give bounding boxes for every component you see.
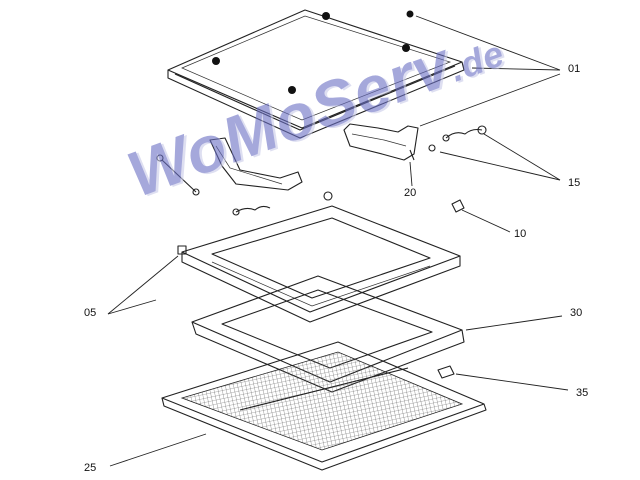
- callout-25: 25: [84, 462, 97, 474]
- callout-01: 01: [568, 63, 581, 75]
- leader-01-a: [415, 15, 561, 71]
- lid-hole: [288, 86, 296, 94]
- leader-30: [465, 315, 563, 331]
- leader-35: [455, 373, 569, 391]
- leader-lines: [107, 15, 569, 467]
- part-10-nut: [451, 199, 465, 213]
- leader-05-b: [107, 299, 157, 315]
- leader-15-b: [439, 151, 561, 181]
- leader-05-a: [107, 255, 179, 315]
- leader-01-b: [471, 67, 561, 71]
- lid-screw: [406, 10, 414, 18]
- part-01-lid: [167, 9, 465, 139]
- callout-05: 05: [84, 307, 97, 319]
- part-05-upper-frame: [177, 205, 461, 323]
- callout-20: 20: [404, 187, 417, 199]
- lid-hole: [322, 12, 330, 20]
- part-25-screen-panel: [161, 341, 487, 471]
- callout-30: 30: [570, 307, 583, 319]
- leader-01-c: [419, 73, 561, 127]
- part-15-spring: [156, 125, 487, 216]
- leader-10: [461, 209, 511, 233]
- callout-35: 35: [576, 387, 589, 399]
- leader-15-a: [483, 133, 561, 181]
- part-20-screw: [323, 144, 436, 201]
- part-35-clip: [437, 365, 455, 379]
- lid-hole: [212, 57, 220, 65]
- hinge-bracket-right: [343, 123, 419, 161]
- leader-20: [409, 161, 413, 187]
- lid-hole: [402, 44, 410, 52]
- callout-10: 10: [514, 228, 527, 240]
- hinge-bracket-left: [209, 137, 303, 191]
- leader-25: [109, 433, 207, 467]
- callout-15: 15: [568, 177, 581, 189]
